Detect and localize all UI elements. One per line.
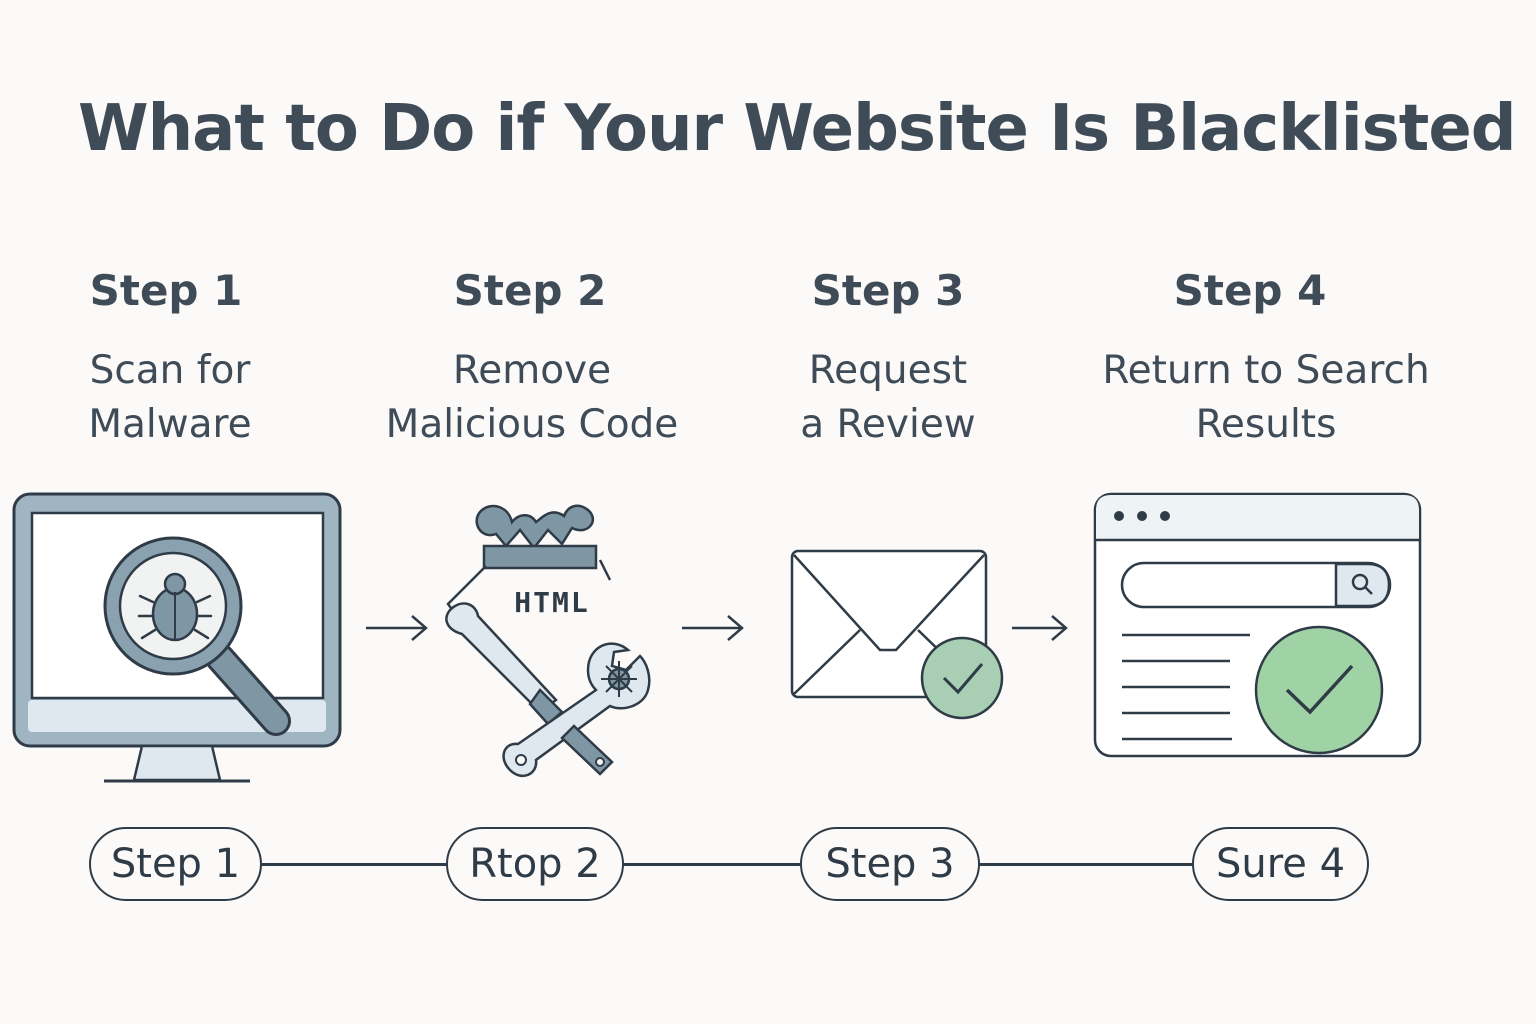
- step-2-desc-line-1: Remove: [452, 348, 612, 393]
- step-4-desc-line-2: Results: [1195, 402, 1337, 447]
- timeline-connector: [978, 863, 1196, 866]
- monitor-magnifier-bug-icon: [12, 492, 342, 783]
- step-3-desc-line-1: Request: [808, 348, 968, 393]
- page-title: What to Do if Your Website Is Blackliste…: [78, 92, 1517, 166]
- step-1-desc-line-2: Malware: [88, 402, 252, 447]
- step-2-description: Remove Malicious Code: [342, 344, 722, 452]
- timeline-connector: [260, 863, 450, 866]
- step-3-description: Request a Review: [698, 344, 1078, 452]
- timeline-step-3: Step 3: [800, 827, 980, 901]
- step-1-desc-line-1: Scan for: [89, 348, 251, 393]
- timeline-connector: [622, 863, 804, 866]
- html-label: HTML: [514, 586, 589, 619]
- arrow-right-icon: [366, 615, 428, 641]
- timeline-step-4: Sure 4: [1192, 827, 1369, 901]
- step-2-desc-line-2: Malicious Code: [385, 402, 679, 447]
- step-4-desc-line-1: Return to Search: [1102, 348, 1430, 393]
- step-3-desc-line-2: a Review: [800, 402, 976, 447]
- step-1-description: Scan for Malware: [0, 344, 360, 452]
- timeline-step-2: Rtop 2: [446, 827, 624, 901]
- browser-search-check-icon: [1093, 492, 1422, 758]
- arrow-right-icon: [682, 615, 744, 641]
- timeline-step-1: Step 1: [89, 827, 262, 901]
- step-4-heading: Step 4: [1173, 266, 1327, 315]
- step-3-heading: Step 3: [811, 266, 965, 315]
- step-1-heading: Step 1: [89, 266, 243, 315]
- step-2-heading: Step 2: [453, 266, 607, 315]
- html-wrench-icon: HTML: [445, 504, 651, 778]
- step-4-description: Return to Search Results: [1076, 344, 1456, 452]
- arrow-right-icon: [1012, 615, 1068, 641]
- envelope-check-icon: [790, 549, 1004, 720]
